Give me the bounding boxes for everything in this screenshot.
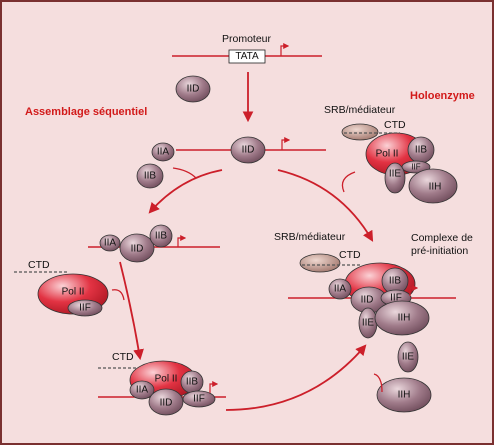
iih-holo bbox=[408, 168, 458, 204]
iib-row4-label: IIB bbox=[186, 377, 199, 388]
polii-left-label: Pol II bbox=[62, 287, 85, 298]
arrow-iia-iib-joining bbox=[172, 167, 197, 179]
iif-left bbox=[67, 299, 103, 317]
iia-row3-label: IIA bbox=[104, 238, 117, 249]
srb-mediateur-label-2: SRB/médiateur bbox=[274, 231, 346, 243]
iid-free-top-label: IID bbox=[187, 84, 200, 95]
ctd-label-1: CTD bbox=[384, 119, 406, 131]
iif-row4-label: IIF bbox=[193, 394, 205, 405]
arrow-iie-iih-joining bbox=[373, 373, 383, 393]
iih-complex-label: IIH bbox=[398, 313, 411, 324]
iie-holo bbox=[384, 162, 406, 194]
arrow-to-row4 bbox=[119, 261, 144, 361]
iid-row3-label: IID bbox=[131, 244, 144, 255]
polii-holo-label: Pol II bbox=[376, 149, 399, 160]
iif-complex-label: IIF bbox=[390, 293, 402, 304]
promoteur-label: Promoteur bbox=[222, 33, 272, 45]
iid-row4 bbox=[148, 388, 184, 416]
iie-free bbox=[397, 341, 419, 373]
srb-holo bbox=[341, 123, 379, 141]
polii-row4-label: Pol II bbox=[155, 374, 178, 385]
iif-left-label: IIF bbox=[79, 303, 91, 314]
tss-arrow-3 bbox=[177, 235, 187, 247]
iib-row3 bbox=[149, 224, 173, 248]
iid-bound bbox=[230, 136, 266, 164]
iid-bound-label: IID bbox=[242, 145, 255, 156]
iia-complex bbox=[328, 278, 352, 300]
iid-row3 bbox=[119, 233, 155, 263]
iih-complex bbox=[374, 300, 430, 336]
iia-complex-label: IIA bbox=[334, 284, 347, 295]
iib-holo-label: IIB bbox=[415, 145, 428, 156]
tss-arrow-top bbox=[280, 43, 290, 56]
complexe-line2: pré-initiation bbox=[411, 245, 468, 257]
iif-row4 bbox=[182, 390, 216, 408]
iid-free-top bbox=[175, 75, 211, 103]
iie-free-label: IIE bbox=[402, 352, 415, 363]
iib-complex-label: IIB bbox=[389, 276, 402, 287]
srb-complex bbox=[299, 253, 341, 273]
iib-incoming-label: IIB bbox=[144, 171, 157, 182]
iib-row3-label: IIB bbox=[155, 231, 168, 242]
tss-arrow-4 bbox=[209, 381, 219, 393]
arrow-to-iia-iib-complex bbox=[148, 169, 223, 214]
tss-arrow-2 bbox=[281, 137, 291, 150]
iie-complex-label: IIE bbox=[362, 318, 375, 329]
iih-free bbox=[376, 377, 432, 413]
ctd-label-left: CTD bbox=[28, 259, 50, 271]
arrow-iid-to-complex bbox=[277, 169, 374, 242]
iih-holo-label: IIH bbox=[429, 182, 442, 193]
iib-incoming bbox=[136, 163, 164, 189]
iie-holo-label: IIE bbox=[389, 169, 402, 180]
iia-incoming bbox=[151, 142, 175, 162]
assemblage-title: Assemblage séquentiel bbox=[25, 106, 147, 118]
tss-arrow-complex bbox=[409, 285, 419, 296]
arrow-to-complex-bottom bbox=[225, 344, 367, 411]
iih-free-label: IIH bbox=[398, 390, 411, 401]
srb-mediateur-label-1: SRB/médiateur bbox=[324, 104, 396, 116]
iid-complex-label: IID bbox=[361, 295, 374, 306]
complexe-line1: Complexe de bbox=[411, 232, 473, 244]
tata-box bbox=[228, 49, 266, 64]
ctd-label-2: CTD bbox=[339, 249, 361, 261]
holoenzyme-title: Holoenzyme bbox=[410, 90, 475, 102]
iia-row4-label: IIA bbox=[136, 385, 149, 396]
iia-incoming-label: IIA bbox=[157, 147, 170, 158]
iia-row3 bbox=[99, 234, 121, 252]
iia-row4 bbox=[129, 380, 155, 400]
arrow-polii-joining bbox=[111, 289, 125, 301]
ctd-label-bottom: CTD bbox=[112, 351, 134, 363]
iid-row4-label: IID bbox=[160, 398, 173, 409]
iif-holo-label: IIF bbox=[411, 163, 420, 172]
arrow-holo-joining bbox=[341, 171, 356, 193]
tata-label: TATA bbox=[235, 51, 259, 62]
